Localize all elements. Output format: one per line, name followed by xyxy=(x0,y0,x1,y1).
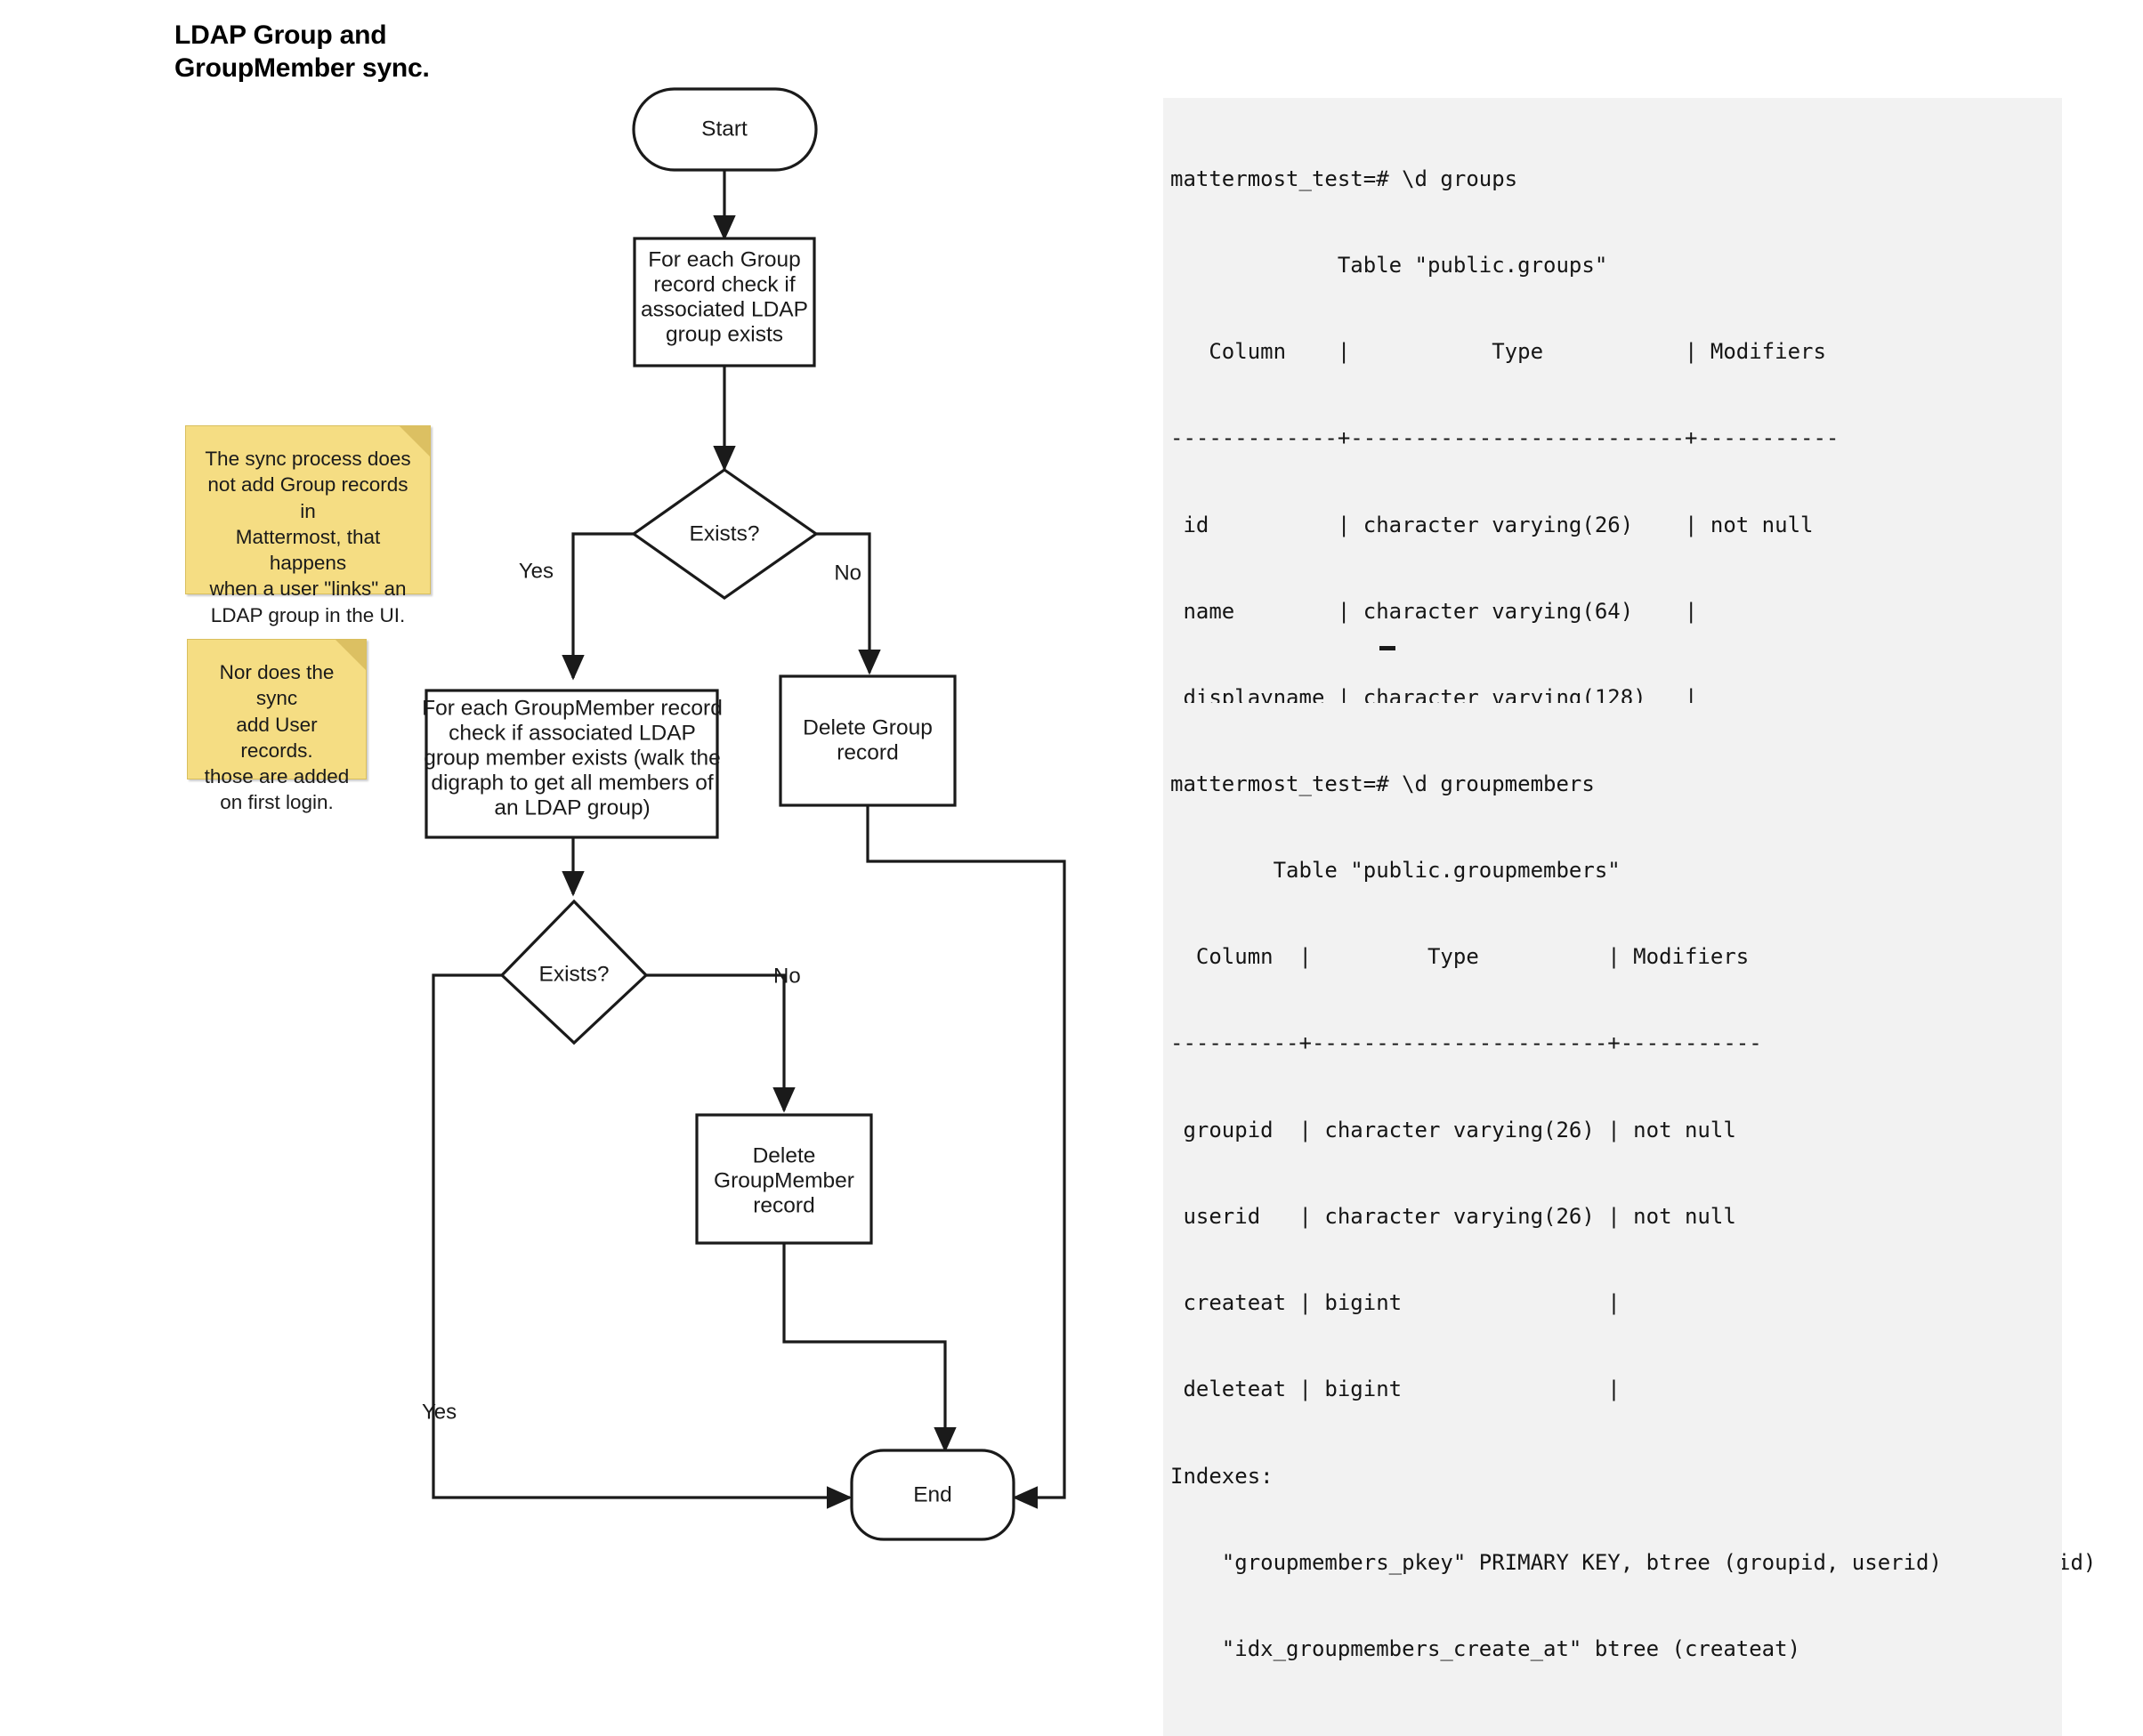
node-check-gm-line-2: check if associated LDAP xyxy=(449,721,696,745)
node-check-group-line-1: For each Group xyxy=(648,247,801,271)
node-check-group-line-2: record check if xyxy=(653,272,796,296)
edge-exists2-no xyxy=(646,973,796,1113)
node-delete-groupmember[interactable] xyxy=(695,1113,873,1245)
terminal-line: userid | character varying(26) | not nul… xyxy=(1170,1203,1736,1229)
terminal-line: groupid | character varying(26) | not nu… xyxy=(1170,1117,1736,1143)
sticky-note-group-records-body: The sync process does not add Group reco… xyxy=(186,426,430,628)
terminal-line: mattermost_test=# \d groupmembers xyxy=(1170,771,1595,796)
edge-exists1-yes xyxy=(562,532,634,681)
terminal-cursor-dash xyxy=(1379,646,1395,650)
terminal-line: id | character varying(26) | not null xyxy=(1170,512,1814,537)
terminal-line: ----------+-----------------------+-----… xyxy=(1170,1030,1762,1056)
terminal-line: mattermost_test=# \d groups xyxy=(1170,166,1518,191)
node-check-gm-line-3: group member exists (walk the xyxy=(424,746,721,770)
note2-line-3: those are added xyxy=(204,765,350,787)
edge-exists2-yes xyxy=(432,973,853,1509)
edge-label-exists2-no: No xyxy=(773,964,801,988)
edge-label-exists1-yes: Yes xyxy=(519,559,554,583)
node-check-gm-line-1: For each GroupMember record xyxy=(422,696,723,720)
page-title-line-1: LDAP Group and xyxy=(174,20,387,50)
page-title-line-2: GroupMember sync. xyxy=(174,52,430,83)
note1-line-4: when a user "links" an xyxy=(209,577,407,601)
diagram-canvas: LDAP Group and GroupMember sync. Start xyxy=(174,20,2096,1736)
note1-line-1: The sync process does xyxy=(205,448,411,470)
note2-line-1: Nor does the sync xyxy=(219,661,335,710)
node-exists-2-label: Exists? xyxy=(539,962,610,986)
flowchart: Start For each Group record check if ass… xyxy=(422,87,1066,1541)
node-end[interactable] xyxy=(850,1449,1015,1541)
sticky-note-user-records: Nor does the sync add User records. thos… xyxy=(187,639,367,813)
node-exists-1-label: Exists? xyxy=(690,521,760,545)
note1-line-2: not add Group records in xyxy=(207,473,408,522)
sticky-note-group-records: The sync process does not add Group reco… xyxy=(185,425,431,626)
node-check-groupmember[interactable] xyxy=(425,689,719,839)
note1-line-3: Mattermost, that happens xyxy=(235,525,381,574)
node-check-group[interactable] xyxy=(633,237,816,367)
node-delete-gm-line-1: Delete xyxy=(753,1143,816,1167)
terminal-line: Indexes: xyxy=(1170,1463,1274,1489)
edge-exists1-no xyxy=(816,532,881,675)
node-exists-2[interactable] xyxy=(499,899,649,1046)
node-end-label: End xyxy=(913,1482,952,1506)
terminal-line: createat | bigint | xyxy=(1170,1290,1621,1316)
sticky-note-user-records-body: Nor does the sync add User records. thos… xyxy=(188,640,366,816)
node-check-group-line-4: group exists xyxy=(666,322,783,346)
terminal-line: "idx_groupmembers_create_at" btree (crea… xyxy=(1170,1636,1801,1661)
node-delete-gm-line-3: record xyxy=(753,1193,814,1217)
terminal-line: Column | Type | Modifiers xyxy=(1170,944,1750,970)
node-delete-group-line-1: Delete Group xyxy=(803,715,933,739)
terminal-line: Table "public.groups" xyxy=(1170,253,1608,279)
terminal-line: Column | Type | Modifiers xyxy=(1170,339,1826,365)
node-delete-group-line-2: record xyxy=(837,740,898,764)
note2-line-2: add User records. xyxy=(236,713,318,762)
node-start[interactable] xyxy=(632,87,818,172)
node-start-label: Start xyxy=(701,117,748,141)
node-exists-1[interactable] xyxy=(631,468,819,600)
edge-label-exists1-no: No xyxy=(834,561,861,585)
terminal-line: -------------+--------------------------… xyxy=(1170,425,1840,451)
terminal-line: name | character varying(64) | xyxy=(1170,598,1698,624)
note2-line-4: on first login. xyxy=(220,791,334,814)
terminal-line: "groupmembers_pkey" PRIMARY KEY, btree (… xyxy=(1170,1549,1942,1575)
edge-delete-group-to-end xyxy=(866,805,1066,1509)
edge-delete-groupmember-to-end xyxy=(782,1243,957,1453)
terminal-output-groupmembers: mattermost_test=# \d groupmembers Table … xyxy=(1163,703,2062,1736)
node-check-gm-line-5: an LDAP group) xyxy=(494,795,650,820)
edge-label-exists2-yes: Yes xyxy=(422,1400,457,1424)
note1-line-5: LDAP group in the UI. xyxy=(210,603,406,626)
page-title: LDAP Group and GroupMember sync. xyxy=(174,20,548,85)
terminal-line: deleteat | bigint | xyxy=(1170,1377,1621,1402)
node-delete-group[interactable] xyxy=(779,674,957,807)
node-check-group-line-3: associated LDAP xyxy=(641,297,808,321)
node-delete-gm-line-2: GroupMember xyxy=(714,1168,854,1192)
terminal-line: Table "public.groupmembers" xyxy=(1170,858,1621,884)
node-check-gm-line-4: digraph to get all members of xyxy=(431,771,713,795)
